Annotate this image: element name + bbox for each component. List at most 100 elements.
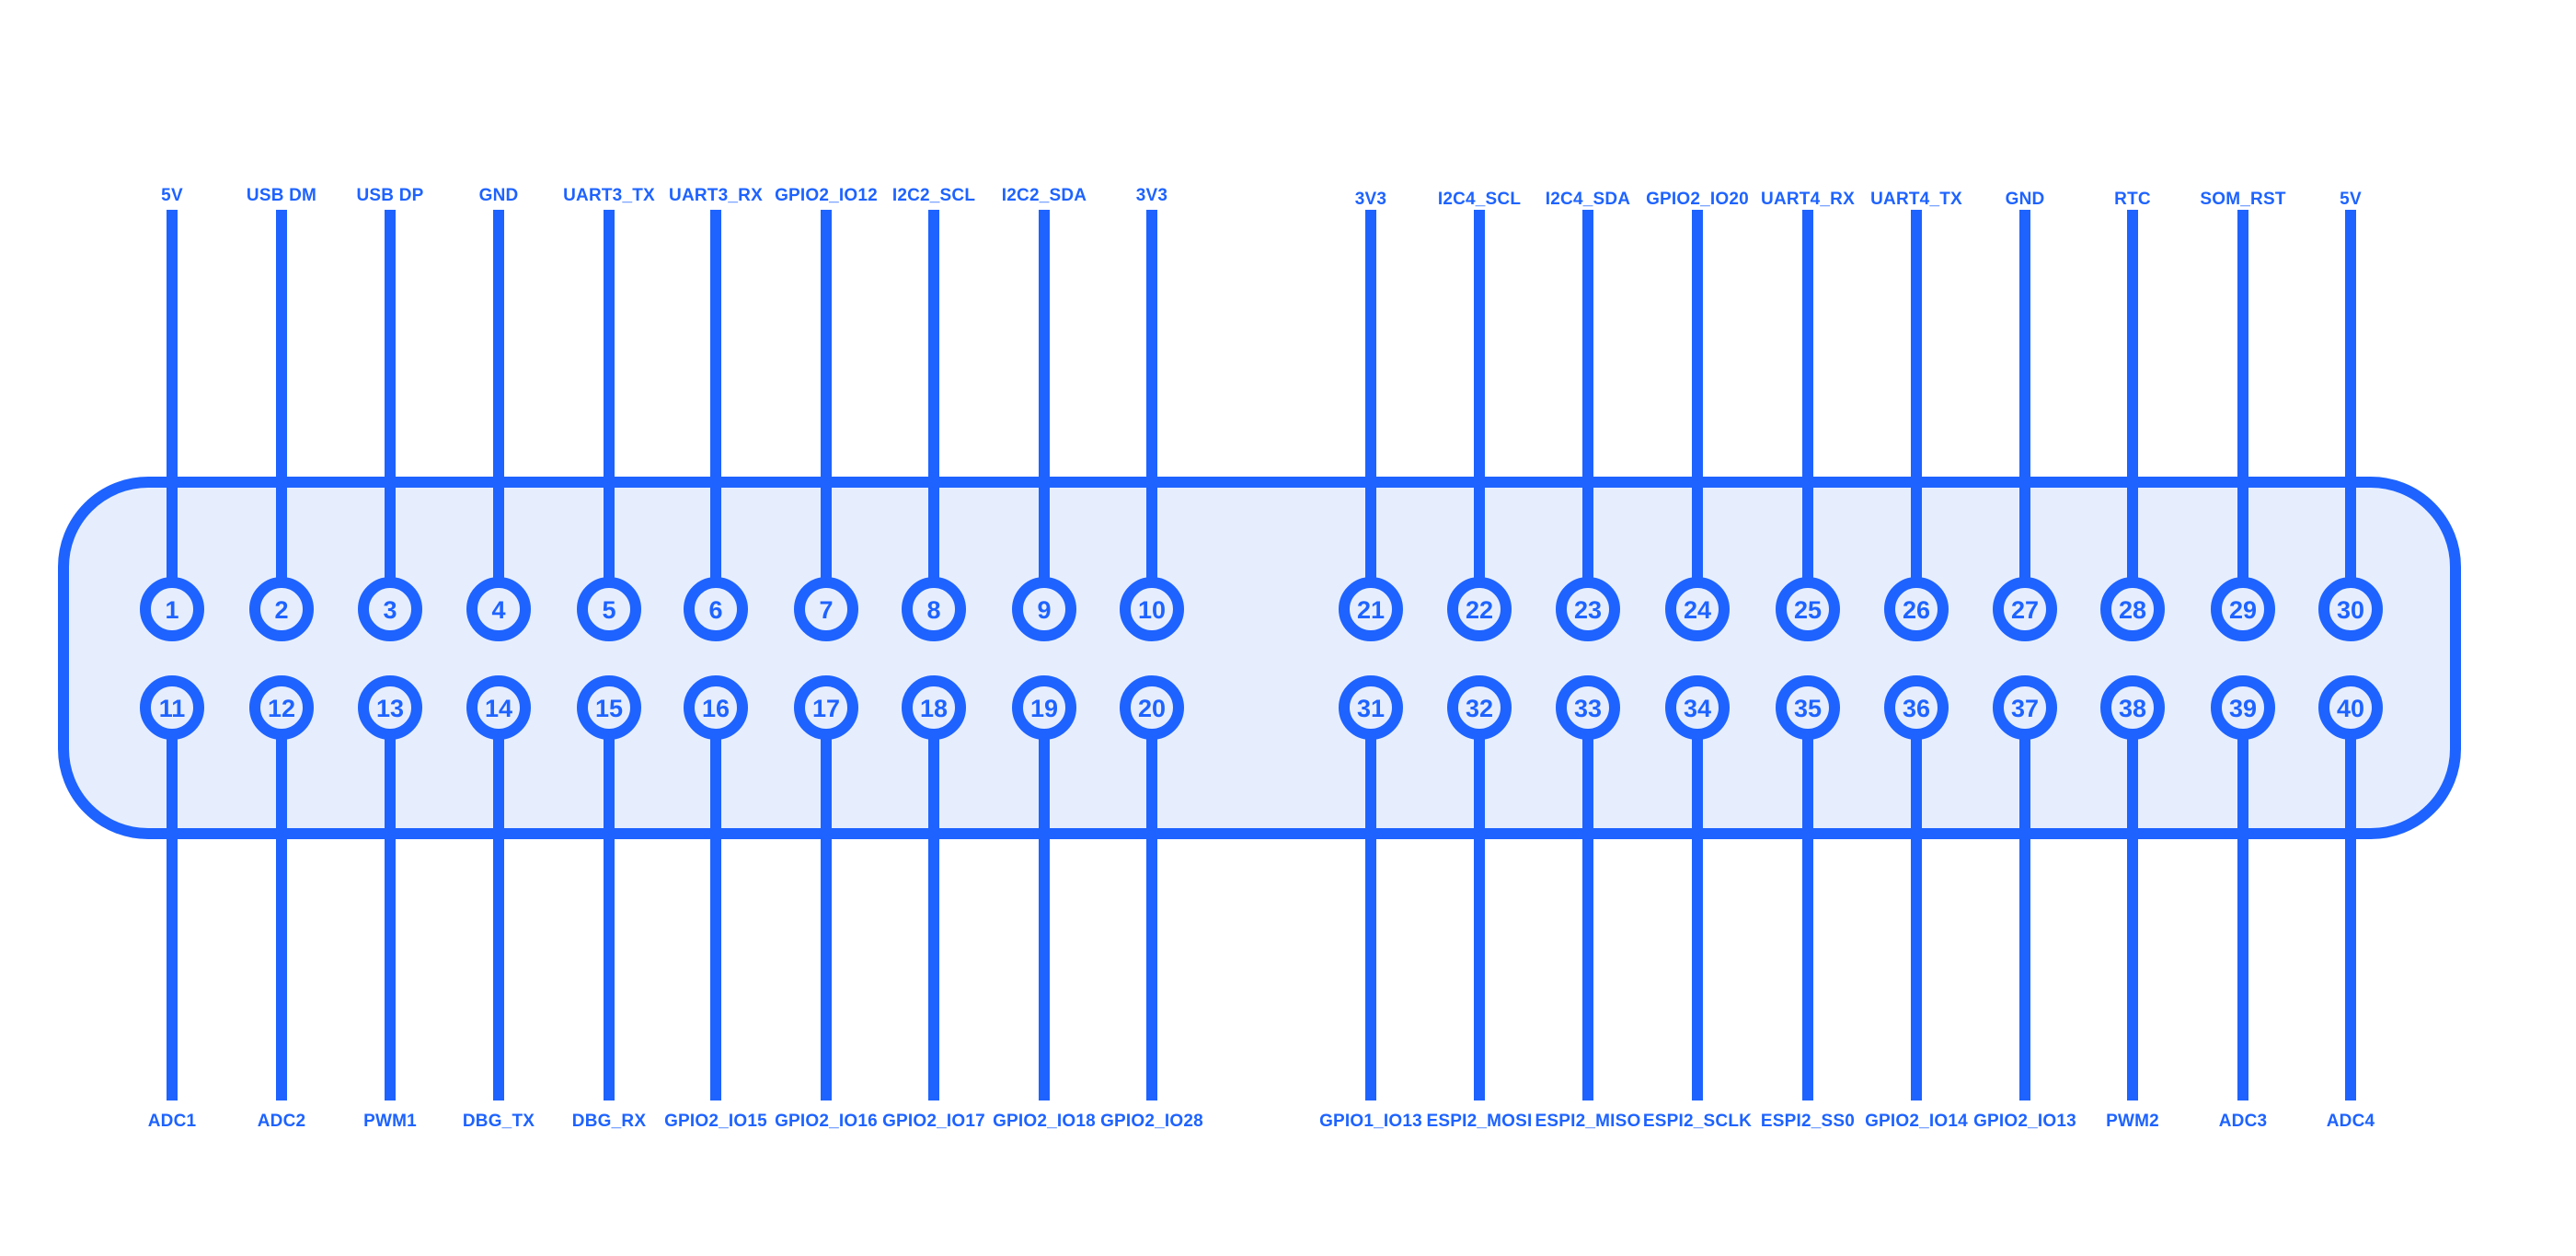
pin-circle <box>358 577 422 641</box>
pin-label: DBG_RX <box>571 1112 647 1131</box>
pin-circle <box>1993 675 2057 740</box>
pin-circle <box>2211 577 2275 641</box>
pin-number: 24 <box>1684 596 1711 624</box>
pin-circle <box>466 675 531 740</box>
pin-number: 27 <box>2011 596 2039 624</box>
pin-label: 5V <box>2340 190 2362 209</box>
pin-label: 3V3 <box>1354 190 1387 209</box>
pin-26: 26 <box>1884 577 1949 641</box>
pin-number: 22 <box>1466 596 1493 624</box>
pin-label: ESPI2_SS0 <box>1760 1112 1856 1131</box>
pin-15: 15 <box>577 675 641 740</box>
pin-label: PWM1 <box>363 1112 417 1131</box>
pin-number: 35 <box>1794 695 1822 722</box>
pin-label: ESPI2_MISO <box>1535 1112 1641 1131</box>
pin-label: ESPI2_MOSI <box>1426 1112 1533 1131</box>
pin-number: 23 <box>1574 596 1602 624</box>
pin-number: 33 <box>1574 695 1602 722</box>
pin-circle <box>1447 675 1512 740</box>
pin-number: 25 <box>1794 596 1822 624</box>
pin-lines <box>167 210 2356 1100</box>
pin-1: 1 <box>140 577 204 641</box>
pin-number: 34 <box>1684 695 1711 722</box>
pin-number: 38 <box>2119 695 2146 722</box>
pin-label: GND <box>2005 190 2045 209</box>
pin-label: ADC1 <box>147 1112 197 1131</box>
pin-label: I2C2_SDA <box>1001 186 1087 205</box>
pin-40: 40 <box>2318 675 2383 740</box>
pin-circle <box>794 675 858 740</box>
pin-circle <box>1884 577 1949 641</box>
pin-2: 2 <box>249 577 314 641</box>
pin-label: 5V <box>161 186 183 205</box>
pin-label: GND <box>478 186 519 205</box>
pin-number: 10 <box>1138 596 1166 624</box>
pin-label: GPIO2_IO17 <box>882 1112 985 1131</box>
pin-label: GPIO1_IO13 <box>1319 1112 1422 1131</box>
pin-number: 31 <box>1357 695 1385 722</box>
pin-23: 23 <box>1556 577 1620 641</box>
pin-number: 32 <box>1466 695 1493 722</box>
pin-number: 7 <box>819 596 833 624</box>
pin-label: ESPI2_SCLK <box>1642 1112 1753 1131</box>
pin-circle <box>2318 675 2383 740</box>
pin-6: 6 <box>684 577 748 641</box>
pin-12: 12 <box>249 675 314 740</box>
pin-circle <box>684 577 748 641</box>
pin-37: 37 <box>1993 675 2057 740</box>
pin-label: GPIO2_IO28 <box>1100 1112 1203 1131</box>
pin-21: 21 <box>1339 577 1403 641</box>
pin-13: 13 <box>358 675 422 740</box>
pin-label: USB DP <box>356 186 424 205</box>
pin-9: 9 <box>1012 577 1076 641</box>
pin-8: 8 <box>902 577 966 641</box>
pin-16: 16 <box>684 675 748 740</box>
pin-label: 3V3 <box>1135 186 1168 205</box>
pin-circle <box>2100 577 2165 641</box>
pin-29: 29 <box>2211 577 2275 641</box>
pin-number: 14 <box>485 695 512 722</box>
pin-30: 30 <box>2318 577 2383 641</box>
pin-label: GPIO2_IO13 <box>1973 1112 2076 1131</box>
pin-number: 29 <box>2229 596 2257 624</box>
pin-32: 32 <box>1447 675 1512 740</box>
pin-circle <box>1012 675 1076 740</box>
pin-circle <box>2211 675 2275 740</box>
pin-label: UART3_RX <box>669 186 763 205</box>
pin-label: ADC4 <box>2326 1112 2375 1131</box>
pin-25: 25 <box>1776 577 1840 641</box>
pin-number: 20 <box>1138 695 1166 722</box>
pin-number: 37 <box>2011 695 2039 722</box>
pin-circle <box>577 577 641 641</box>
pin-number: 36 <box>1903 695 1930 722</box>
pin-number: 18 <box>920 695 948 722</box>
pin-circle <box>249 675 314 740</box>
pin-number: 12 <box>268 695 295 722</box>
pin-circle <box>1665 675 1730 740</box>
pin-19: 19 <box>1012 675 1076 740</box>
pin-circle <box>1776 675 1840 740</box>
pin-number: 11 <box>159 695 186 722</box>
pin-circle <box>684 675 748 740</box>
pin-label: GPIO2_IO12 <box>775 186 878 205</box>
pin-number: 13 <box>376 695 404 722</box>
pin-24: 24 <box>1665 577 1730 641</box>
pin-14: 14 <box>466 675 531 740</box>
pin-5: 5 <box>577 577 641 641</box>
connector-body <box>58 477 2461 839</box>
pin-28: 28 <box>2100 577 2165 641</box>
pin-number: 6 <box>708 596 722 624</box>
pin-number: 15 <box>595 695 623 722</box>
pin-circle <box>1993 577 2057 641</box>
pin-33: 33 <box>1556 675 1620 740</box>
pin-number: 2 <box>274 596 288 624</box>
pin-38: 38 <box>2100 675 2165 740</box>
pin-circle <box>1447 577 1512 641</box>
pin-circle <box>1556 675 1620 740</box>
pin-17: 17 <box>794 675 858 740</box>
pin-number: 19 <box>1030 695 1058 722</box>
pin-circle <box>358 675 422 740</box>
